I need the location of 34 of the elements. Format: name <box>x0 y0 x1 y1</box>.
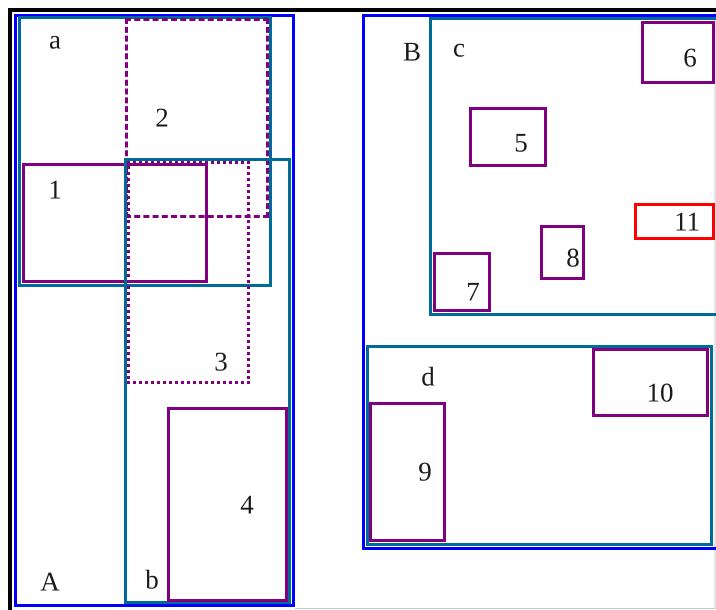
box-label: 4 <box>240 492 254 518</box>
region-box <box>14 14 295 607</box>
box-label: 1 <box>48 176 62 204</box>
box-label: 3 <box>214 348 228 376</box>
box-label: A <box>40 568 60 596</box>
region-box <box>167 407 288 602</box>
box-label: 9 <box>418 458 432 486</box>
region-box <box>641 21 715 84</box>
box-label: b <box>145 566 159 594</box>
region-box <box>127 161 250 384</box>
box-label: d <box>421 364 435 390</box>
region-box <box>22 163 208 283</box>
region-box <box>634 203 715 240</box>
region-box <box>592 348 709 417</box>
box-label: 7 <box>466 278 480 306</box>
region-box <box>362 14 716 550</box>
box-label: 6 <box>683 44 697 72</box>
region-box <box>366 345 713 546</box>
box-label: 10 <box>646 380 674 406</box>
box-label: 8 <box>566 244 580 272</box>
box-label: 5 <box>514 130 528 156</box>
region-box <box>124 158 291 604</box>
region-box <box>433 252 491 312</box>
box-label: B <box>403 38 421 66</box>
box-label: c <box>453 34 465 62</box>
box-label: a <box>49 26 61 54</box>
region-box <box>469 107 547 167</box>
region-box <box>125 18 269 218</box>
box-label: 2 <box>155 104 169 132</box>
box-label: 11 <box>674 208 700 236</box>
region-box <box>540 225 585 280</box>
region-box <box>429 17 716 316</box>
region-box <box>18 16 272 287</box>
region-box <box>369 402 446 542</box>
